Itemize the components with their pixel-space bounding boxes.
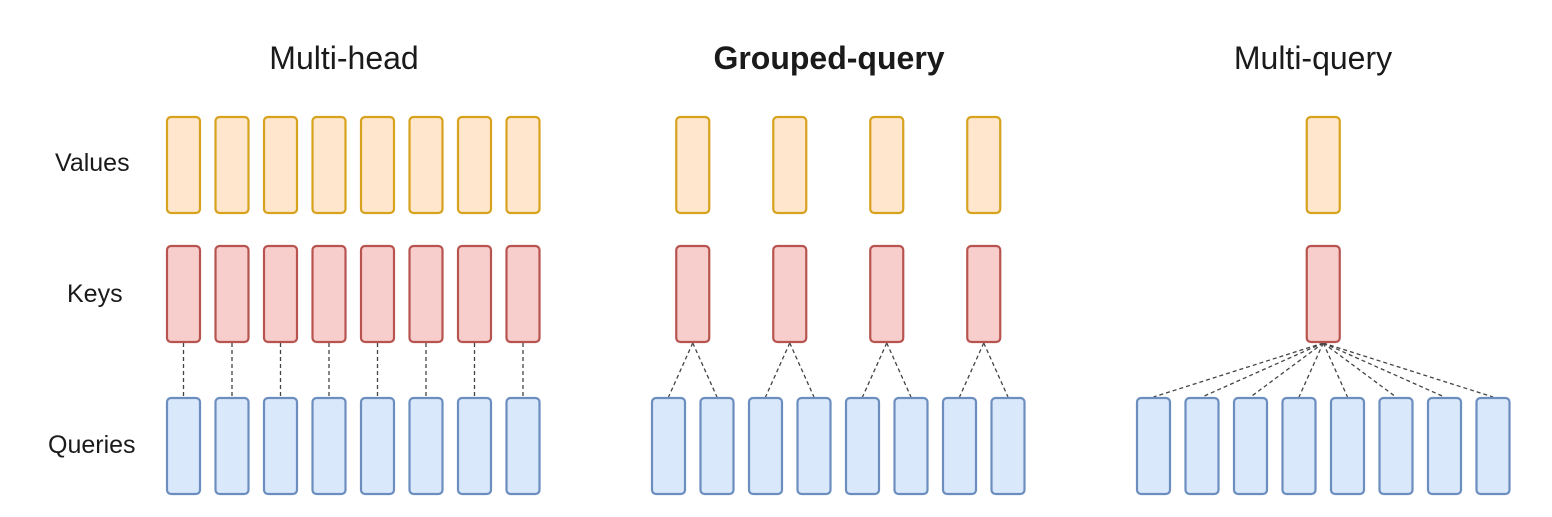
query-head-5 xyxy=(359,396,396,496)
connector-key-1-query-1 xyxy=(667,342,694,398)
query-head-6 xyxy=(408,396,444,496)
query-head-8 xyxy=(505,396,541,496)
connector-key-1-query-2 xyxy=(1201,342,1324,398)
query-head-7 xyxy=(941,396,978,496)
value-head-7 xyxy=(456,115,493,215)
query-head-6 xyxy=(1378,396,1414,496)
query-head-1 xyxy=(650,396,687,496)
value-head-3 xyxy=(869,115,905,215)
row-label-values: Values xyxy=(55,149,130,177)
multi-query-boxes xyxy=(1135,115,1511,496)
value-head-3 xyxy=(262,115,299,215)
query-head-4 xyxy=(311,396,347,496)
key-head-3 xyxy=(262,244,299,344)
key-head-3 xyxy=(869,244,905,344)
query-head-8 xyxy=(990,396,1026,496)
value-head-4 xyxy=(966,115,1002,215)
value-head-5 xyxy=(359,115,396,215)
value-head-2 xyxy=(772,115,808,215)
query-head-8 xyxy=(1475,396,1511,496)
key-head-8 xyxy=(505,244,541,344)
multi-head-boxes xyxy=(165,115,541,496)
panel-title-multi-head: Multi-head xyxy=(269,40,418,76)
key-head-7 xyxy=(456,244,493,344)
multi-query-panel: Multi-query xyxy=(1135,40,1511,496)
key-head-1 xyxy=(165,244,202,344)
key-head-1 xyxy=(675,244,711,344)
key-head-4 xyxy=(311,244,347,344)
key-head-2 xyxy=(214,244,250,344)
key-head-2 xyxy=(772,244,808,344)
value-head-8 xyxy=(505,115,541,215)
connector-key-1-query-6 xyxy=(1322,342,1397,398)
value-head-2 xyxy=(214,115,250,215)
query-head-4 xyxy=(1281,396,1317,496)
grouped-query-connectors xyxy=(667,342,1009,398)
query-head-2 xyxy=(1184,396,1220,496)
query-head-5 xyxy=(1329,396,1366,496)
multi-head-connectors xyxy=(182,343,524,397)
value-head-1 xyxy=(675,115,711,215)
connector-key-2-query-4 xyxy=(789,342,815,398)
query-head-6 xyxy=(893,396,929,496)
key-head-1 xyxy=(1305,244,1341,344)
connector-key-1-query-7 xyxy=(1322,342,1445,398)
value-head-4 xyxy=(311,115,347,215)
query-head-1 xyxy=(1135,396,1172,496)
query-head-2 xyxy=(214,396,250,496)
connector-key-4-query-7 xyxy=(958,342,985,398)
value-head-1 xyxy=(165,115,202,215)
query-head-7 xyxy=(1426,396,1463,496)
connector-key-1-query-2 xyxy=(692,342,718,398)
connector-key-3-query-6 xyxy=(886,342,912,398)
row-label-queries: Queries xyxy=(48,431,136,459)
query-head-5 xyxy=(844,396,881,496)
value-head-1 xyxy=(1305,115,1341,215)
query-head-7 xyxy=(456,396,493,496)
query-head-2 xyxy=(699,396,735,496)
multi-query-connectors xyxy=(1153,342,1494,398)
value-head-6 xyxy=(408,115,444,215)
connector-key-1-query-3 xyxy=(1250,342,1324,398)
connector-key-4-query-8 xyxy=(983,342,1009,398)
key-head-5 xyxy=(359,244,396,344)
key-head-4 xyxy=(966,244,1002,344)
grouped-query-panel: Grouped-query xyxy=(650,40,1026,496)
grouped-query-boxes xyxy=(650,115,1026,496)
query-head-4 xyxy=(796,396,832,496)
multi-head-panel: Multi-head xyxy=(165,40,541,496)
connector-key-3-query-5 xyxy=(861,342,888,398)
panel-title-multi-query: Multi-query xyxy=(1234,40,1392,76)
connector-key-1-query-1 xyxy=(1153,342,1324,398)
connector-key-1-query-5 xyxy=(1322,342,1349,398)
connector-key-1-query-4 xyxy=(1298,342,1324,398)
query-head-3 xyxy=(747,396,784,496)
query-head-3 xyxy=(1232,396,1269,496)
connector-key-2-query-3 xyxy=(764,342,791,398)
row-label-keys: Keys xyxy=(67,280,123,308)
panel-title-grouped-query: Grouped-query xyxy=(713,40,944,76)
query-head-1 xyxy=(165,396,202,496)
connector-key-1-query-8 xyxy=(1323,342,1494,398)
query-head-3 xyxy=(262,396,299,496)
key-head-6 xyxy=(408,244,444,344)
